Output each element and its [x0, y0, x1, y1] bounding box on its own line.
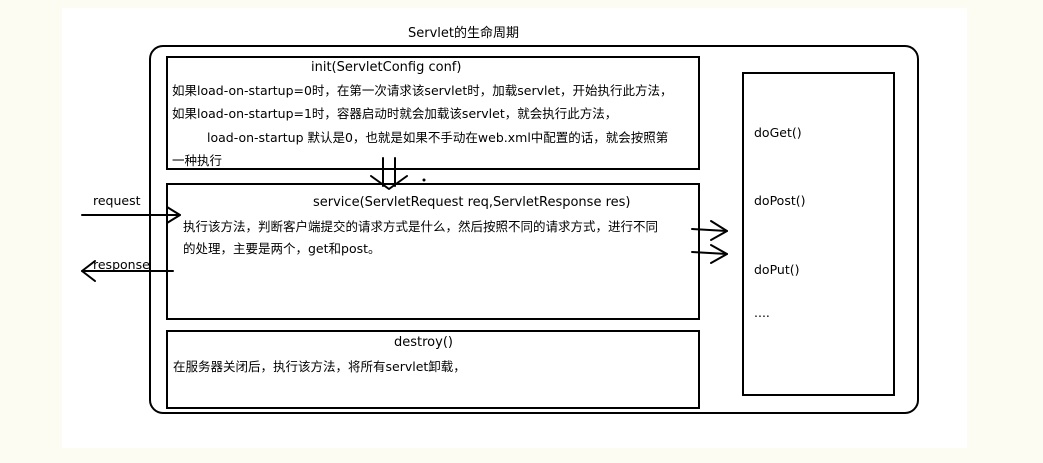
init-line-2: 如果load-on-startup=1时，容器启动时就会加载该servlet，就… — [172, 106, 618, 121]
init-to-service-arrow — [370, 157, 408, 190]
init-heading: init(ServletConfig conf) — [311, 60, 462, 75]
destroy-box — [166, 330, 700, 409]
request-arrow — [81, 206, 181, 224]
response-label: response — [93, 257, 150, 272]
service-to-methods-arrow-1 — [691, 220, 728, 241]
init-line-1: 如果load-on-startup=0时，在第一次请求该servlet时，加载s… — [172, 83, 673, 98]
method-doget: doGet() — [754, 125, 802, 140]
service-line-1: 执行该方法，判断客户端提交的请求方式是什么，然后按照不同的请求方式，进行不同 — [183, 219, 659, 234]
service-to-methods-arrow-2 — [691, 244, 728, 264]
init-box — [166, 56, 700, 170]
stray-dot — [422, 178, 426, 182]
service-heading: service(ServletRequest req,ServletRespon… — [313, 195, 631, 210]
servlet-container — [149, 45, 919, 414]
init-line-4: 一种执行 — [172, 153, 223, 168]
method-dopost: doPost() — [754, 193, 806, 208]
destroy-line-1: 在服务器关闭后，执行该方法，将所有servlet卸载， — [173, 359, 466, 374]
diagram-canvas — [62, 8, 967, 448]
response-arrow — [81, 260, 174, 282]
diagram-title: Servlet的生命周期 — [408, 26, 519, 41]
methods-box — [742, 72, 895, 396]
init-line-3: load-on-startup 默认是0，也就是如果不手动在web.xml中配置… — [207, 130, 669, 145]
method-ellipsis: .... — [754, 305, 770, 320]
service-line-2: 的处理，主要是两个，get和post。 — [183, 241, 381, 256]
method-doput: doPut() — [754, 262, 800, 277]
request-label: request — [93, 193, 141, 208]
destroy-heading: destroy() — [394, 335, 453, 350]
